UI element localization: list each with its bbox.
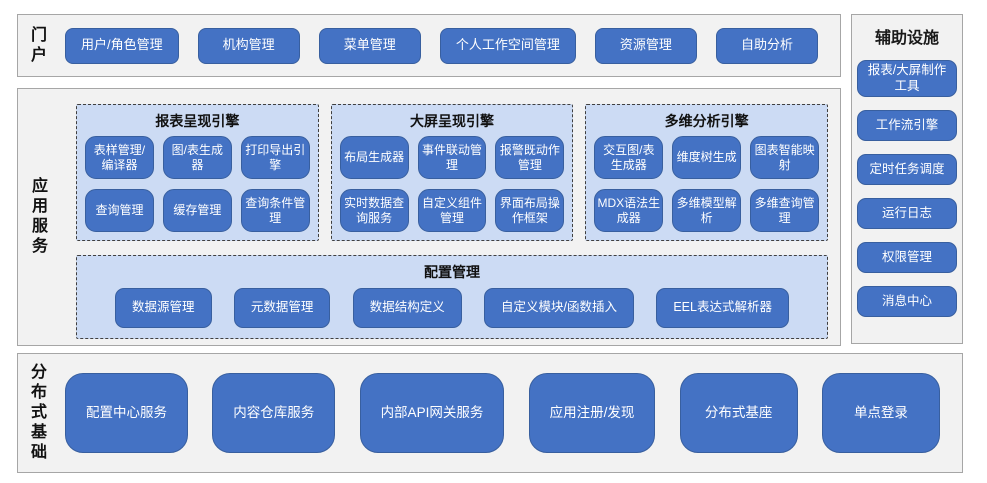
engine-module: 事件联动管理 — [417, 136, 487, 179]
report-engine-panel: 报表呈现引擎 表样管理/编译器 图/表生成器 打印导出引擎 查询管理 缓存管理 … — [76, 104, 319, 241]
olap-engine-panel: 多维分析引擎 交互图/表生成器 维度树生成 图表智能映射 MDX语法生成器 多维… — [585, 104, 829, 241]
foundation-module-content-repo: 内容仓库服务 — [212, 373, 336, 453]
engine-module: 图/表生成器 — [162, 136, 232, 179]
report-engine-title: 报表呈现引擎 — [155, 113, 240, 129]
engine-module: 维度树生成 — [672, 136, 742, 179]
bigscreen-engine-panel: 大屏呈现引擎 布局生成器 事件联动管理 报警既动作管理 实时数据查询服务 自定义… — [330, 104, 574, 241]
foundation-module-distributed-base: 分布式基座 — [679, 373, 798, 453]
portal-section: 门户 用户/角色管理 机构管理 菜单管理 个人工作空间管理 资源管理 自助分析 — [17, 14, 841, 77]
engine-panels: 报表呈现引擎 表样管理/编译器 图/表生成器 打印导出引擎 查询管理 缓存管理 … — [76, 104, 829, 241]
engine-module: 缓存管理 — [162, 189, 232, 232]
config-mgmt-title: 配置管理 — [424, 264, 480, 280]
engine-module: 表样管理/编译器 — [85, 136, 154, 179]
bigscreen-engine-grid: 布局生成器 事件联动管理 报警既动作管理 实时数据查询服务 自定义组件管理 界面… — [339, 136, 565, 232]
config-module-metadata-mgmt: 元数据管理 — [233, 287, 331, 328]
foundation-module-app-registry-discovery: 应用注册/发现 — [528, 373, 656, 453]
engine-module: 界面布局操作框架 — [495, 189, 565, 232]
aux-module-permission-mgmt: 权限管理 — [857, 242, 957, 274]
engine-module: 打印导出引擎 — [240, 136, 310, 179]
olap-engine-grid: 交互图/表生成器 维度树生成 图表智能映射 MDX语法生成器 多维模型解析 多维… — [594, 136, 820, 232]
config-module-custom-module-function: 自定义模块/函数插入 — [484, 287, 635, 328]
foundation-section: 分布式基础 配置中心服务 内容仓库服务 内部API网关服务 应用注册/发现 分布… — [17, 353, 963, 473]
config-mgmt-panel: 配置管理 数据源管理 元数据管理 数据结构定义 自定义模块/函数插入 EEL表达… — [76, 255, 828, 339]
engine-module: 多维模型解析 — [672, 189, 742, 232]
portal-module-org-mgmt: 机构管理 — [197, 27, 300, 64]
auxiliary-button-column: 报表/大屏制作工具 工作流引擎 定时任务调度 运行日志 权限管理 消息中心 — [852, 60, 962, 318]
aux-module-message-center: 消息中心 — [857, 286, 957, 318]
portal-section-label: 门户 — [30, 26, 47, 64]
olap-engine-title: 多维分析引擎 — [664, 113, 749, 129]
report-engine-grid: 表样管理/编译器 图/表生成器 打印导出引擎 查询管理 缓存管理 查询条件管理 — [85, 136, 310, 232]
foundation-module-internal-api-gateway: 内部API网关服务 — [359, 373, 505, 453]
portal-module-menu-mgmt: 菜单管理 — [318, 27, 421, 64]
aux-module-workflow-engine: 工作流引擎 — [857, 110, 957, 142]
engine-module: 报警既动作管理 — [495, 136, 565, 179]
auxiliary-section-label: 辅助设施 — [874, 30, 939, 47]
aux-module-report-bigscreen-tool: 报表/大屏制作工具 — [857, 60, 957, 98]
aux-module-run-logs: 运行日志 — [857, 198, 957, 230]
portal-button-row: 用户/角色管理 机构管理 菜单管理 个人工作空间管理 资源管理 自助分析 — [65, 27, 818, 64]
engine-module: 查询管理 — [85, 189, 154, 232]
engine-module: 多维查询管理 — [750, 189, 820, 232]
portal-module-self-service-analysis: 自助分析 — [715, 27, 818, 64]
engine-module: 查询条件管理 — [240, 189, 310, 232]
foundation-section-label: 分布式基础 — [30, 364, 47, 461]
aux-module-scheduled-tasks: 定时任务调度 — [857, 154, 957, 186]
portal-module-workspace-mgmt: 个人工作空间管理 — [439, 27, 576, 64]
engine-module: 图表智能映射 — [750, 136, 820, 179]
config-module-datasource-mgmt: 数据源管理 — [115, 287, 212, 328]
foundation-button-row: 配置中心服务 内容仓库服务 内部API网关服务 应用注册/发现 分布式基座 单点… — [65, 373, 940, 453]
bigscreen-engine-title: 大屏呈现引擎 — [410, 113, 494, 129]
portal-module-resource-mgmt: 资源管理 — [594, 27, 697, 64]
engine-module: 实时数据查询服务 — [339, 189, 409, 232]
config-module-data-structure-def: 数据结构定义 — [352, 287, 462, 328]
foundation-module-config-center: 配置中心服务 — [65, 373, 188, 453]
foundation-module-single-sign-on: 单点登录 — [821, 373, 940, 453]
engine-module: 交互图/表生成器 — [594, 136, 664, 179]
engine-module: 布局生成器 — [339, 136, 409, 179]
app-services-section-label: 应用服务 — [31, 178, 48, 255]
config-module-eel-expression-parser: EEL表达式解析器 — [656, 287, 789, 328]
engine-module: 自定义组件管理 — [417, 189, 487, 232]
portal-module-user-role-mgmt: 用户/角色管理 — [65, 27, 179, 64]
config-mgmt-row: 数据源管理 元数据管理 数据结构定义 自定义模块/函数插入 EEL表达式解析器 — [77, 287, 827, 338]
auxiliary-section: 辅助设施 报表/大屏制作工具 工作流引擎 定时任务调度 运行日志 权限管理 消息… — [851, 14, 963, 344]
app-services-section: 应用服务 报表呈现引擎 表样管理/编译器 图/表生成器 打印导出引擎 查询管理 … — [17, 88, 841, 346]
engine-module: MDX语法生成器 — [594, 189, 664, 232]
